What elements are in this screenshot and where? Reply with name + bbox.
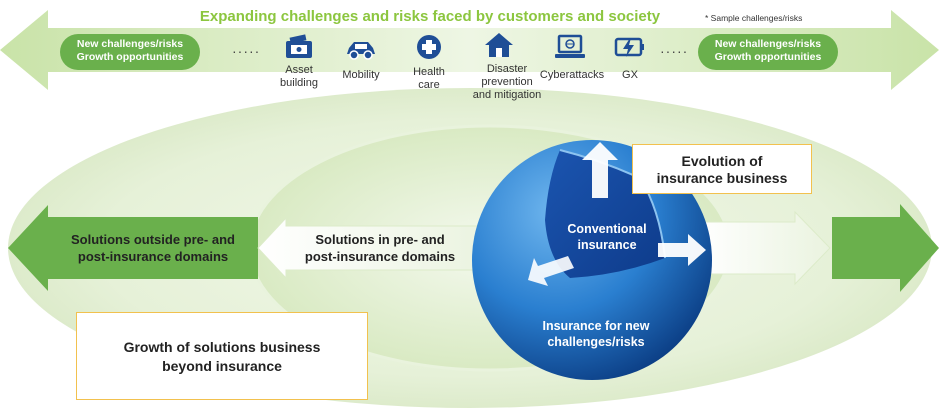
conventional-line-2: insurance <box>577 238 637 252</box>
top-banner-arrow <box>0 10 939 90</box>
left-pill-line-2: Growth opportunities <box>76 51 184 63</box>
right-pill-line-2: Growth opportunities <box>714 51 822 63</box>
label-disaster-line-2: prevention <box>481 76 533 88</box>
label-cyberattacks-line-1: Cyberattacks <box>539 69 605 81</box>
right-pill-line-1: New challenges/risks <box>714 38 822 50</box>
conventional-line-1: Conventional <box>567 222 647 236</box>
right-ellipsis: ····· <box>660 43 689 59</box>
banner-title: Expanding challenges and risks faced by … <box>199 8 661 25</box>
label-disaster: Disaster prevention and mitigation <box>462 63 552 102</box>
conventional-insurance-label: Conventional insurance <box>548 221 666 253</box>
inside-solutions-line-1: Solutions in pre- and <box>315 232 445 247</box>
battery-bolt-icon <box>614 37 644 57</box>
inside-solutions-line-2: post-insurance domains <box>304 249 456 264</box>
outside-left-arrow <box>8 205 258 291</box>
label-gx-line-1: GX <box>622 69 638 81</box>
evolution-line-2: insurance business <box>656 170 788 186</box>
label-asset-building: Asset building <box>270 64 328 90</box>
label-gx: GX <box>612 69 648 82</box>
label-disaster-line-1: Disaster <box>486 63 528 75</box>
evolution-box <box>632 144 812 194</box>
left-pill-line-1: New challenges/risks <box>76 38 184 50</box>
outside-solutions-line-2: post-insurance domains <box>77 249 229 264</box>
sample-note: * Sample challenges/risks <box>705 13 803 23</box>
right-arrow-small <box>658 234 706 266</box>
wallet-icon <box>286 34 312 58</box>
evolution-line-1: Evolution of <box>681 153 763 169</box>
outside-solutions-label: Solutions outside pre- and post-insuranc… <box>48 231 258 265</box>
medical-cross-icon <box>417 35 441 59</box>
growth-box <box>76 312 368 400</box>
growth-label: Growth of solutions business beyond insu… <box>76 338 368 376</box>
label-asset-building-line-1: Asset <box>285 64 313 76</box>
left-pill-bg <box>60 34 200 70</box>
car-icon <box>347 42 375 60</box>
right-pill: New challenges/risks Growth opportunitie… <box>698 38 838 64</box>
label-disaster-line-3: and mitigation <box>472 89 542 101</box>
up-arrow <box>582 142 618 198</box>
left-pill: New challenges/risks Growth opportunitie… <box>60 38 200 64</box>
label-health-care: Health care <box>400 66 458 92</box>
down-left-arrow <box>528 256 574 286</box>
label-health-care-line-1: Health <box>413 66 445 78</box>
new-risks-line-2: challenges/risks <box>547 335 645 349</box>
new-risks-insurance-label: Insurance for new challenges/risks <box>516 318 676 350</box>
right-pill-bg <box>698 34 838 70</box>
new-risks-line-1: Insurance for new <box>542 319 650 333</box>
label-cyberattacks: Cyberattacks <box>534 69 610 82</box>
inside-right-arrow <box>699 210 831 286</box>
inside-solutions-label: Solutions in pre- and post-insurance dom… <box>280 231 480 265</box>
outside-solutions-line-1: Solutions outside pre- and <box>71 232 235 247</box>
label-mobility: Mobility <box>331 69 391 82</box>
outside-right-arrow <box>832 204 939 292</box>
house-icon <box>485 33 513 57</box>
label-asset-building-line-2: building <box>280 77 318 89</box>
growth-line-1: Growth of solutions business <box>123 339 321 355</box>
label-mobility-line-1: Mobility <box>342 69 380 81</box>
evolution-label: Evolution of insurance business <box>632 153 812 187</box>
growth-line-2: beyond insurance <box>162 358 282 374</box>
label-health-care-line-2: care <box>418 79 440 91</box>
left-ellipsis: ····· <box>232 43 261 59</box>
laptop-icon <box>555 34 585 58</box>
